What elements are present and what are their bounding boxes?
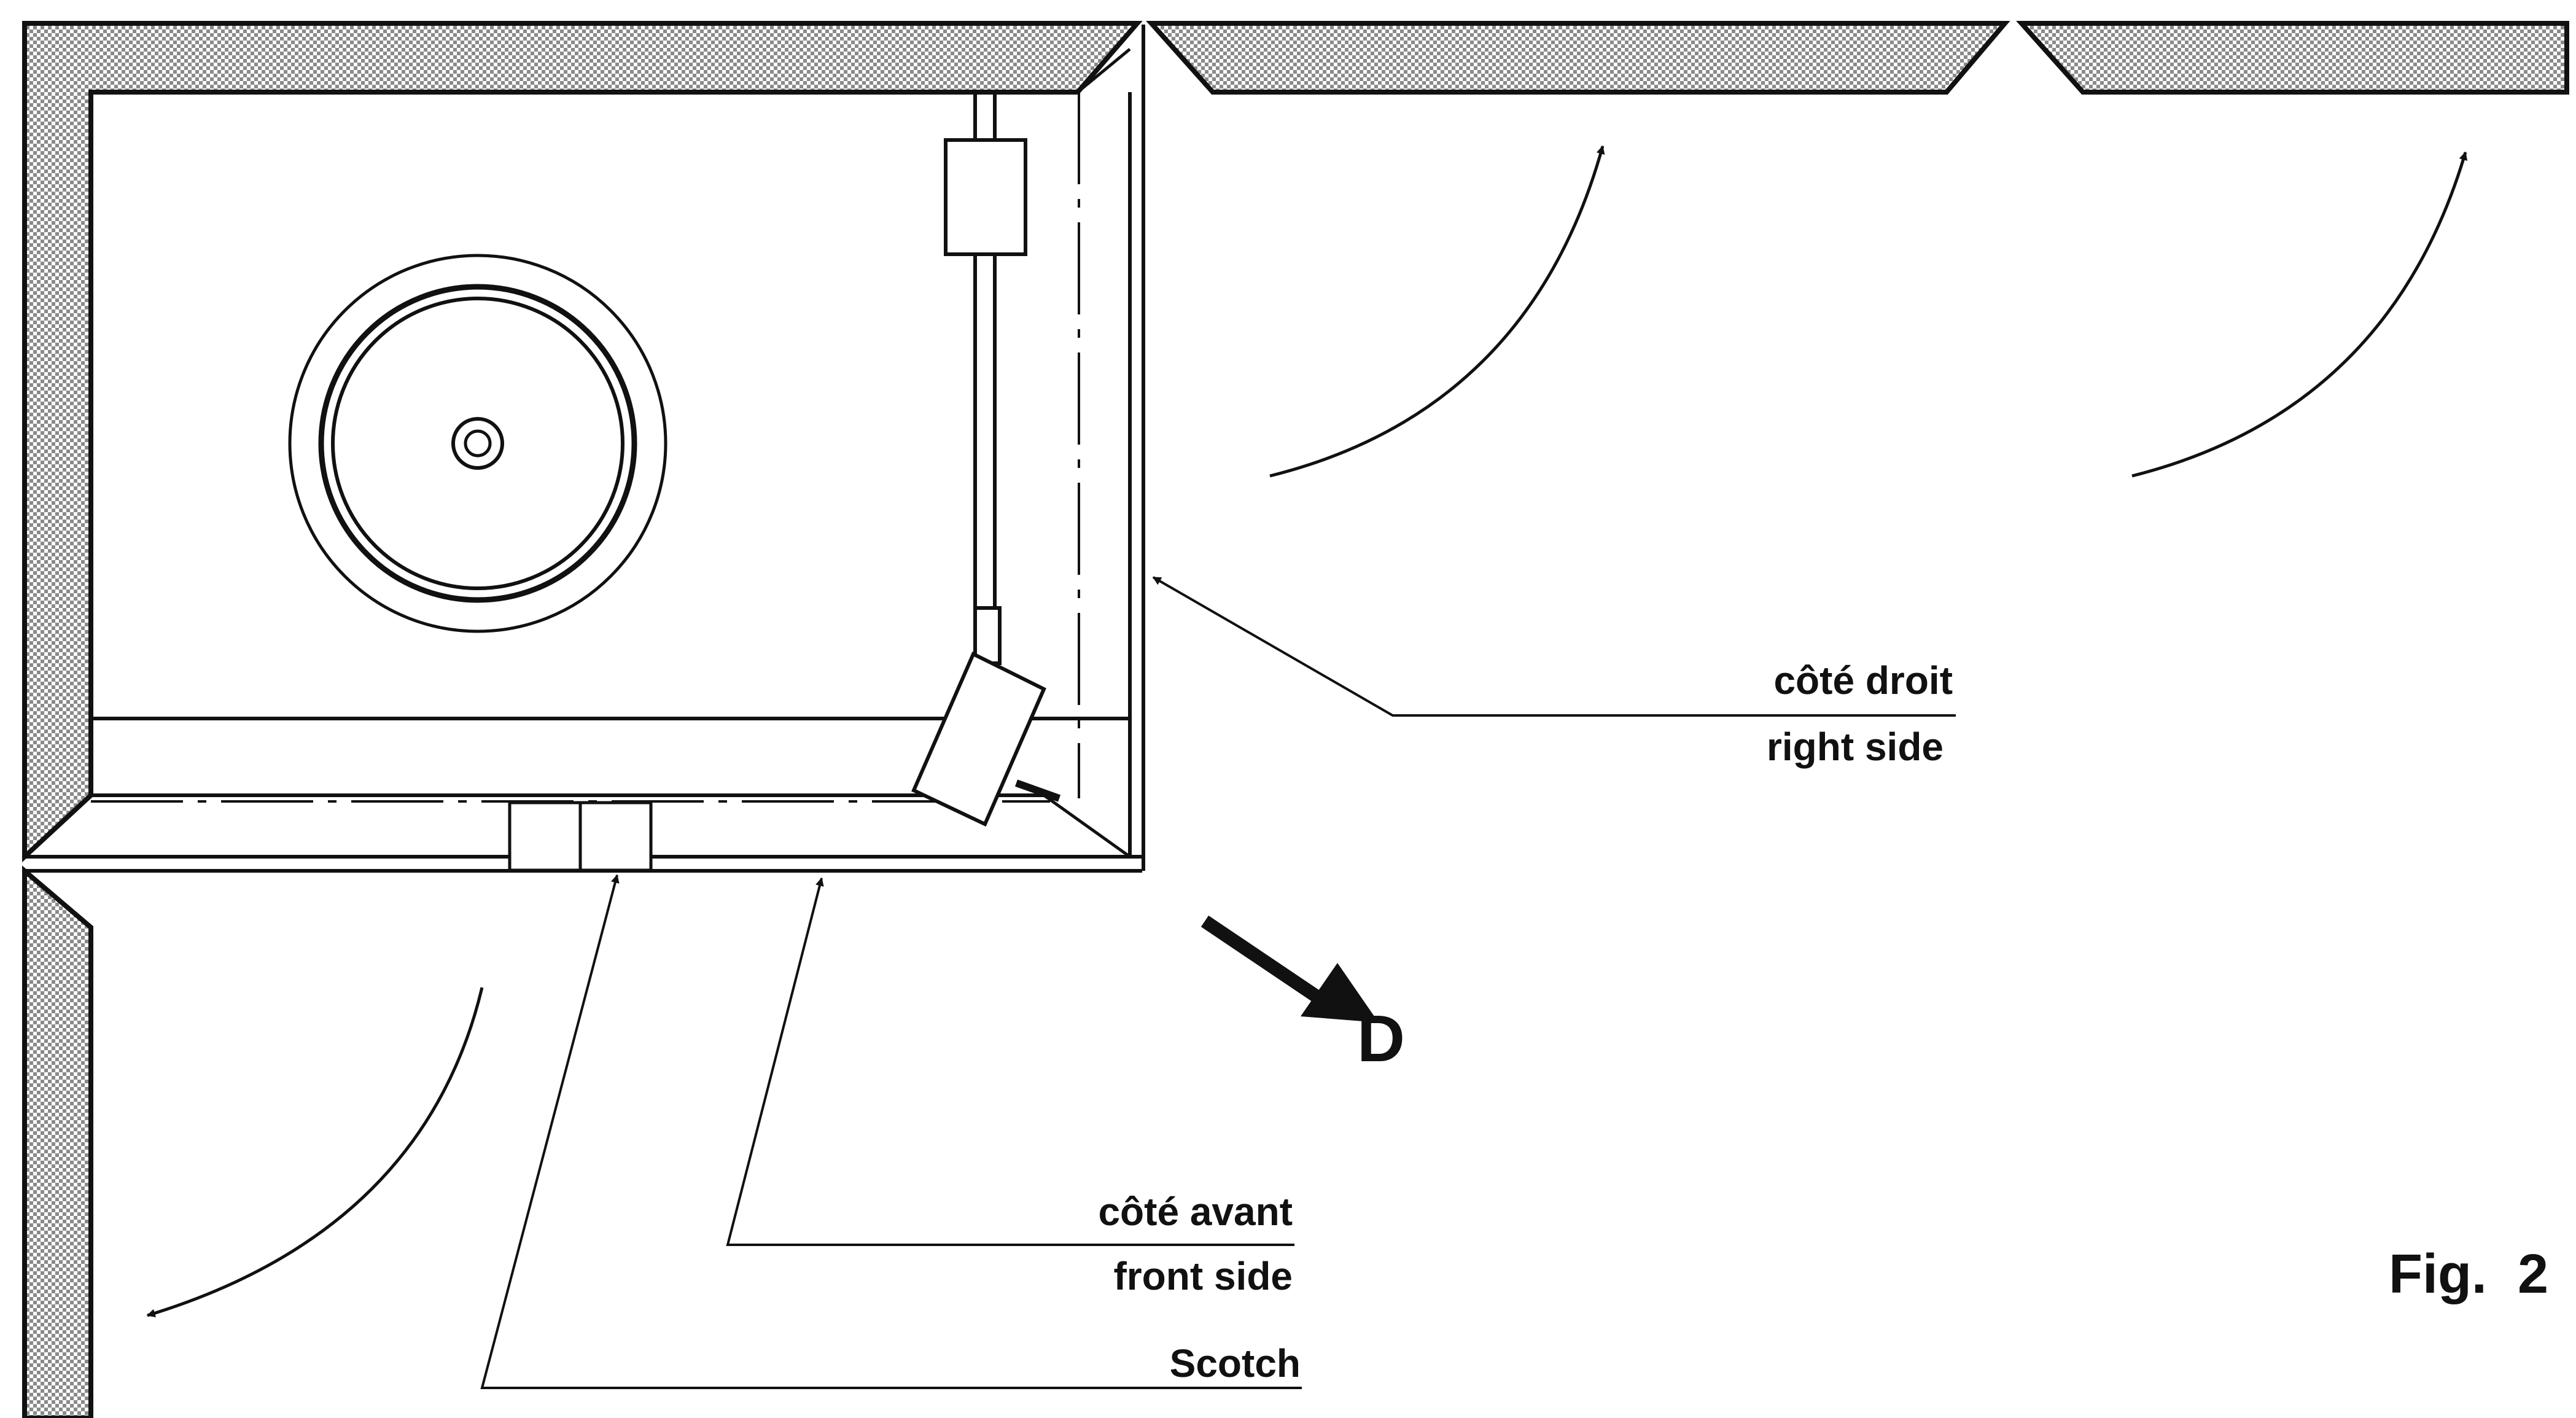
fold-arrow-top-middle — [1269, 145, 1605, 478]
label-front-side-fr: côté avant — [1098, 1190, 1293, 1234]
top-right-flap — [2016, 21, 2569, 95]
headshell — [911, 651, 1046, 827]
label-scotch: Scotch — [1170, 1341, 1301, 1385]
figure-label: Fig. 2 — [2389, 1244, 2548, 1305]
label-front-side-en: front side — [1113, 1254, 1293, 1298]
label-right-side-en: right side — [1767, 725, 1944, 769]
folding-arrows — [146, 145, 2468, 1318]
fold-lines — [91, 92, 1080, 803]
tonearm — [911, 92, 1061, 827]
label-right-side-fr: côté droit — [1773, 658, 1953, 703]
label-direction: D — [1357, 1001, 1405, 1075]
turntable-platter — [288, 254, 667, 633]
scotch-tape — [508, 801, 653, 872]
direction-arrow — [1200, 915, 1379, 1023]
counterweight — [944, 138, 1027, 256]
label-underlines — [986, 714, 1956, 1389]
fold-arrow-left — [146, 987, 484, 1318]
top-middle-flap — [1146, 21, 2010, 95]
fold-arrow-top-right — [2131, 151, 2468, 478]
carton-walls — [22, 21, 2569, 1418]
left-lower-flap — [22, 865, 93, 1418]
